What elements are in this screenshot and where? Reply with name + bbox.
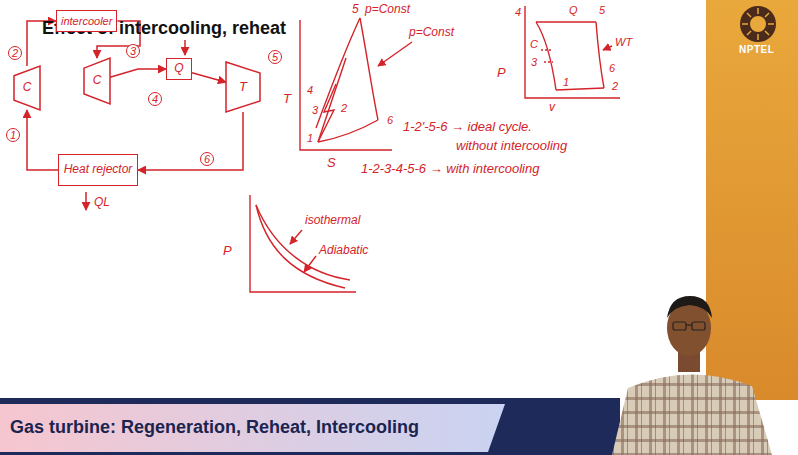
curve-label: Adiabatic [318, 244, 369, 257]
state-number: 3 [530, 56, 538, 68]
cycle-note: 1-2'-5-6 → ideal cycle. [402, 120, 533, 134]
state-number: 4 [148, 92, 162, 106]
node-text: Q [174, 62, 183, 75]
state-number: 1 [562, 76, 570, 88]
state-number: 2 [340, 102, 348, 114]
ts-axes [300, 20, 392, 150]
nptel-logo-spokes [742, 8, 774, 40]
bottom-strip [0, 398, 620, 455]
presenter-glasses [673, 322, 705, 330]
state-number: 1 [6, 128, 20, 142]
leader-line [603, 46, 612, 50]
expansion-line [360, 18, 378, 120]
state-number: 6 [200, 152, 214, 166]
compressor-symbol-outline [84, 58, 110, 104]
presenter-shirt [612, 374, 772, 455]
compressor-symbol: C [14, 66, 40, 110]
flow-line [110, 69, 166, 77]
pv-axes [525, 6, 620, 98]
heat-rejection-arrow [85, 192, 87, 210]
axis-label: P [496, 66, 507, 80]
logo-text: NPTEL [739, 44, 774, 55]
axis-label: P [222, 244, 233, 258]
pressure-label: p=Const [408, 26, 455, 39]
combustor-box: Q [166, 58, 192, 80]
compressor-symbol-outline [14, 66, 40, 110]
cycle-note: without intercooling [455, 139, 568, 153]
state-number: 1 [306, 132, 314, 144]
state-number: 4 [514, 6, 522, 18]
curve-label: isothermal [304, 214, 361, 227]
nptel-logo [740, 6, 776, 42]
side-band [706, 0, 798, 400]
compression-curve [536, 22, 556, 90]
axis-label: S [326, 156, 337, 170]
caption-banner [0, 404, 505, 452]
presenter-hair [667, 296, 712, 318]
state-number: 2 [611, 80, 619, 92]
intercooler-box: intercooler [56, 10, 117, 32]
turbine-symbol-outline [226, 62, 260, 112]
state-number: 6 [386, 114, 394, 126]
ts-diagram [300, 18, 412, 150]
flow-line [138, 112, 243, 170]
state-number: 6 [608, 62, 616, 74]
node-text: C [23, 81, 32, 94]
cycle-note: 1-2-3-4-5-6 → with intercooling [360, 162, 540, 176]
node-text: Heat rejector [64, 163, 133, 176]
node-text: T [239, 80, 247, 94]
state-number: 5 [268, 50, 282, 64]
pressure-label: p=Const [364, 3, 411, 16]
heat-rejector-box: Heat rejector [58, 154, 138, 186]
heat-addition-line [536, 21, 596, 22]
state-number: 3 [311, 104, 319, 116]
state-number: 5 [351, 3, 360, 16]
leader-line [304, 256, 316, 272]
node-text: intercooler [61, 15, 112, 27]
state-number: 5 [598, 4, 606, 16]
work-label: WT [614, 36, 633, 48]
high-pressure-line [316, 18, 360, 128]
axis-label: T [282, 92, 292, 106]
connectors [27, 21, 243, 170]
state-number: 2 [8, 46, 22, 60]
node-text: C [93, 74, 102, 87]
state-number: 4 [306, 84, 314, 96]
flow-line [192, 73, 226, 83]
heat-label: Q [568, 4, 579, 16]
leader-line [378, 42, 412, 66]
compressor-symbol: C [84, 58, 110, 104]
single-compression [318, 58, 346, 142]
flow-line [27, 110, 58, 170]
leader-line [290, 230, 302, 244]
nptel-logo-core [750, 16, 766, 32]
heat-label: QL [93, 196, 111, 209]
component-label: C [529, 38, 539, 50]
axis-label: v [548, 101, 556, 114]
heat-rejection-line [556, 88, 604, 90]
turbine-symbol: T [226, 62, 260, 112]
shaded-area [541, 50, 553, 62]
pv-diagram [525, 6, 620, 98]
state-number: 3 [126, 44, 140, 58]
heat-input-arrow [184, 40, 186, 55]
expansion-curve [596, 22, 604, 88]
lecture-caption: Gas turbine: Regeneration, Reheat, Inter… [10, 417, 419, 438]
